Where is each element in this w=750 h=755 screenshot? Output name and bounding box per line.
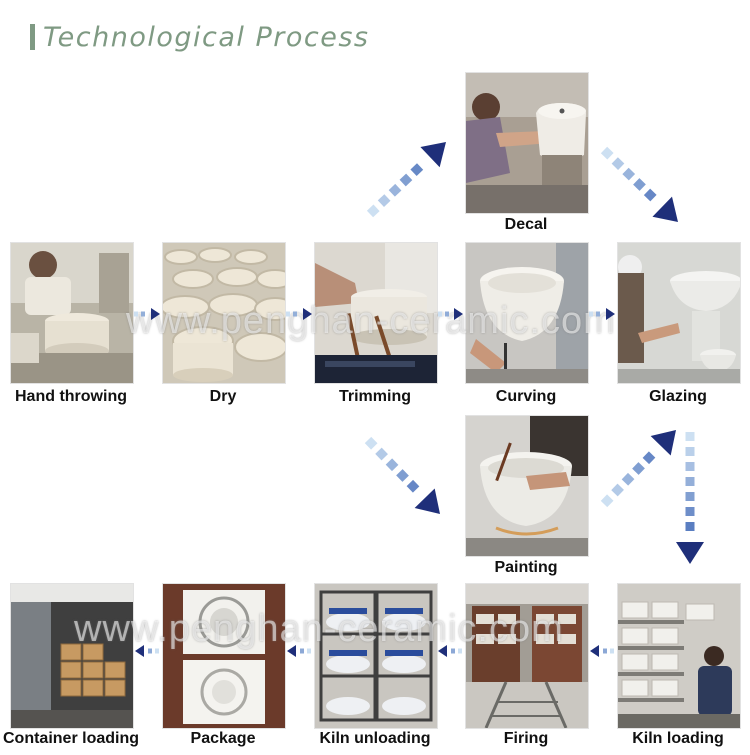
kiln-unloading-photo <box>314 583 438 729</box>
step-label: Glazing <box>597 388 750 406</box>
hand-throwing-photo <box>10 242 134 384</box>
watermark: www.penghan-ceramic.com <box>74 608 564 651</box>
arrow-kiln-loading-to-firing <box>590 645 614 657</box>
step-label: Container loading <box>0 730 152 748</box>
step-label: Hand throwing <box>0 388 152 406</box>
step-label: Kiln loading <box>597 730 750 748</box>
container-loading-photo <box>10 583 134 729</box>
painting-photo <box>465 415 589 557</box>
step-label: Curving <box>445 388 607 406</box>
step-label: Package <box>142 730 304 748</box>
watermark: www.penghan-ceramic.com <box>126 300 616 343</box>
page-header: Technological Process <box>30 20 369 54</box>
step-label: Firing <box>445 730 607 748</box>
step-label: Painting <box>445 559 607 577</box>
glazing-photo <box>617 242 741 384</box>
arrow-trimming-to-painting <box>365 437 440 514</box>
arrow-glazing-to-kiln-loading <box>676 432 704 564</box>
arrow-decal-to-glazing <box>601 147 678 222</box>
page-title: Technological Process <box>43 22 369 53</box>
package-photo <box>162 583 286 729</box>
arrow-painting-to-glazing <box>601 430 676 507</box>
step-label: Kiln unloading <box>294 730 456 748</box>
firing-photo <box>465 583 589 729</box>
step-label: Dry <box>142 388 304 406</box>
decal-photo <box>465 72 589 214</box>
step-label: Decal <box>445 216 607 234</box>
arrow-trimming-to-decal <box>367 142 446 217</box>
header-accent-bar <box>30 24 35 50</box>
kiln-loading-photo <box>617 583 741 729</box>
step-label: Trimming <box>294 388 456 406</box>
